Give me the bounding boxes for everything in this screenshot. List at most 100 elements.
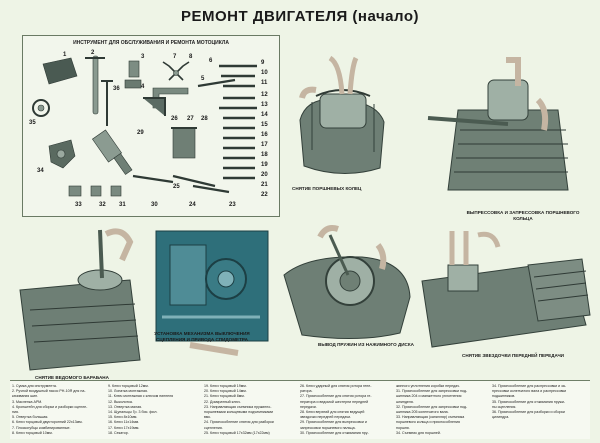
tools-panel-title: ИНСТРУМЕНТ ДЛЯ ОБСЛУЖИВАНИЯ И РЕМОНТА МО…	[73, 40, 229, 46]
legend-line: 4. Кронштейн для сборки и разборки сцепл…	[12, 404, 88, 409]
legend-line: 36. Приспособление для разборки и сборки	[492, 410, 565, 415]
caption-sprocket: СНЯТИЕ ЗВЕЗДОЧКИ ПЕРЕДНЕЙ ПЕРЕДАЧИ	[462, 353, 564, 358]
tool-label-19: 19	[261, 162, 268, 168]
legend-line: 9. Ключ торцовый 12мм.	[108, 384, 149, 388]
tool-label-30: 30	[151, 202, 158, 208]
legend-line: шипника 204 и манжетного уплотнения	[396, 394, 462, 399]
sprocket-drawing	[421, 231, 591, 348]
legend-line: 20. Ключ торцовый 14мм.	[204, 389, 247, 394]
legend-line: ратора.	[300, 389, 313, 394]
tool-label-5: 5	[201, 76, 205, 82]
legend-line: качивания шин.	[12, 394, 39, 399]
tool-label-32: 32	[99, 202, 106, 208]
legend: 1. Сумка для инструмента. 2. Ручной возд…	[10, 380, 590, 439]
legend-line: подшипников.	[492, 394, 516, 399]
legend-line: поршня.	[396, 425, 410, 430]
legend-line: 3. Масленка АРМ.	[12, 399, 43, 404]
caption-springs: ВЫВОД ПРУЖИН ИЗ НАЖИМНОГО ДИСКА	[318, 342, 414, 347]
legend-line: 1. Сумка для инструмента.	[12, 384, 57, 388]
legend-column-1: 1. Сумка для инструмента. 2. Ручной возд…	[12, 384, 108, 436]
legend-line: 22. Домкратный ключ.	[204, 399, 241, 404]
tool-label-16: 16	[261, 132, 268, 138]
tool-label-9: 9	[261, 60, 265, 66]
legend-line: шпинделя.	[396, 399, 414, 404]
legend-line: прессовки коленчатого вала и распрессовк…	[492, 389, 567, 394]
tool-label-33: 33	[75, 202, 82, 208]
legend-column-2: 9. Ключ торцовый 12мм. 10. Лопатка монта…	[108, 384, 204, 436]
legend-line: сцепления.	[204, 425, 223, 430]
panel-springs: ВЫВОД ПРУЖИН ИЗ НАЖИМНОГО ДИСКА	[278, 215, 418, 375]
tool-label-8: 8	[189, 54, 193, 60]
caption-piston-rings: СНЯТИЕ ПОРШНЕВЫХ КОЛЕЦ	[292, 186, 362, 191]
panel-sprocket: СНЯТИЕ ЗВЕЗДОЧКИ ПЕРЕДНЕЙ ПЕРЕДАЧИ	[418, 225, 593, 375]
tools-drawing	[32, 55, 257, 197]
tool-label-12: 12	[261, 92, 268, 98]
legend-column-6: 34. Приспособление для распрессовки и за…	[492, 384, 588, 420]
legend-line: 34. Съемник для поршней.	[396, 430, 441, 435]
legend-line: 17. Ключ 17х19мм.	[108, 425, 140, 430]
tool-label-7: 7	[173, 54, 177, 60]
tool-label-25: 25	[173, 184, 180, 190]
tool-label-2: 2	[91, 50, 95, 56]
legend-line: 29. Приспособление для выпрессовки и	[300, 420, 367, 425]
legend-line: 10. Лопатка монтажная.	[108, 389, 148, 394]
legend-line: 24. Приспособление снятия для разборки	[204, 420, 274, 425]
legend-column-5: жинного уплотнения коробки передач. 31. …	[396, 384, 492, 436]
tool-label-10: 10	[261, 70, 268, 76]
tool-label-31: 31	[119, 202, 126, 208]
tool-label-35: 35	[29, 120, 36, 126]
legend-line: 6. Ключ торцовый двусторонний 22х13мм.	[12, 420, 83, 425]
tool-label-15: 15	[261, 122, 268, 128]
legend-line: 31. Приспособление для запрессовки под-	[396, 389, 468, 394]
tool-label-36: 36	[113, 86, 120, 92]
legend-line: 28. Ключ верхний для снятия ведущей	[300, 410, 365, 415]
tool-label-29: 29	[137, 130, 144, 136]
tool-label-27: 27	[187, 116, 194, 122]
legend-line: запрессовки поршневого пальца.	[300, 425, 356, 430]
legend-line: 21. Ключ торцовый 8мм.	[204, 394, 245, 399]
mechanism-drawing	[155, 230, 269, 356]
tool-label-23: 23	[229, 202, 236, 208]
legend-line: цилиндра.	[492, 415, 510, 420]
legend-line: 5. Отвертка большая.	[12, 415, 49, 420]
legend-line: поршневыми кольцевыми подъемниками	[204, 410, 273, 415]
legend-line: 27. Приспособление для снятия ротора ге-	[300, 394, 372, 399]
tool-label-4: 4	[141, 84, 145, 90]
caption-pin-press: ВЫПРЕССОВКА И ЗАПРЕССОВКА ПОРШНЕВОГО КОЛ…	[466, 210, 580, 221]
legend-line: 12. Выколотка.	[108, 399, 133, 404]
tool-label-1: 1	[63, 52, 67, 58]
tool-label-26: 26	[171, 116, 178, 122]
legend-line: ния.	[12, 410, 19, 415]
legend-line: 16. Ключ 11х14мм.	[108, 420, 140, 425]
pin-press-drawing	[427, 57, 569, 191]
legend-line: 30. Приспособление для отжимания пру-	[300, 430, 369, 435]
legend-column-4: 26. Ключ ударный для снятия ротора гене-…	[300, 384, 396, 436]
caption-drum: СНЯТИЕ ВЕДОМОГО БАРАБАНА	[35, 375, 109, 380]
panel-drum: СНЯТИЕ ВЕДОМОГО БАРАБАНА	[10, 220, 150, 380]
legend-line: 35. Приспособление для отжимания пружи-	[492, 399, 566, 404]
legend-line: поршневого кольца и приспособления	[396, 420, 460, 425]
legend-line: 15. Ключ 8х10мм.	[108, 415, 138, 420]
tool-label-6: 6	[209, 58, 213, 64]
legend-line: 8. Ключ торцовый 10мм.	[12, 430, 53, 435]
legend-line: 23. Направляющая съемника пружинно-	[204, 404, 272, 409]
panel-pin-press: ВЫПРЕССОВКА И ЗАПРЕССОВКА ПОРШНЕВОГО КОЛ…	[418, 40, 588, 245]
tool-label-21: 21	[261, 182, 268, 188]
drum-drawing	[19, 228, 141, 371]
legend-line: 18. Секатор.	[108, 430, 129, 435]
panel-piston-rings: СНЯТИЕ ПОРШНЕВЫХ КОЛЕЦ	[282, 40, 412, 191]
legend-line: 11. Ключ монтажная с ключом ниппеля	[108, 394, 174, 399]
tool-label-34: 34	[37, 168, 44, 174]
legend-line: 14. Щупальцы Гр. 3 бис. фил.	[108, 410, 158, 415]
tool-label-28: 28	[201, 116, 208, 122]
tool-label-14: 14	[261, 112, 268, 118]
tool-label-17: 17	[261, 142, 268, 148]
legend-column-3: 19. Ключ торцовый 19мм. 20. Ключ торцовы…	[204, 384, 300, 436]
tool-label-22: 22	[261, 192, 268, 198]
legend-line: передачи.	[300, 404, 317, 409]
legend-line: ны сцепления.	[492, 404, 517, 409]
legend-line: жинного уплотнения коробки передач.	[396, 384, 460, 388]
legend-line: шипника 205 коленчатого вала.	[396, 410, 449, 415]
legend-line: нератора и ведомой шестерни передней	[300, 399, 369, 404]
tools-panel: ИНСТРУМЕНТ ДЛЯ ОБСЛУЖИВАНИЯ И РЕМОНТА МО…	[22, 35, 280, 217]
